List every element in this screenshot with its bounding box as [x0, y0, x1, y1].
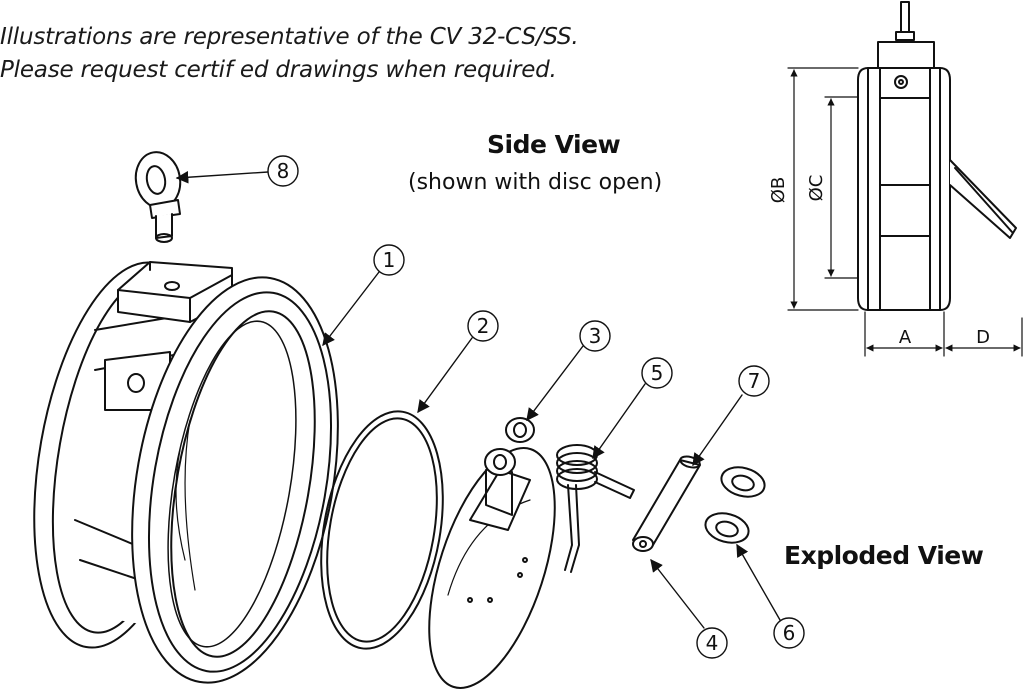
note-line-2: Please request certif ed drawings when r… [0, 57, 557, 83]
leader-1 [322, 271, 380, 346]
callout-6: 6 [783, 621, 796, 645]
dim-d-label: D [976, 327, 990, 348]
callout-5: 5 [651, 361, 664, 385]
callout-4: 4 [706, 631, 719, 655]
part-3-disc [428, 417, 556, 689]
leader-6 [736, 543, 781, 621]
leader-lines [175, 170, 781, 629]
part-5-spring [556, 444, 635, 573]
dim-a-label: A [899, 327, 912, 348]
part-2-seal-ring [320, 410, 444, 650]
part-6-washers [704, 466, 766, 544]
dim-c-label: ØC [806, 175, 827, 202]
callout-3: 3 [589, 324, 602, 348]
side-view-drawing [787, 1, 1023, 357]
leader-3 [526, 345, 584, 422]
leader-8 [175, 170, 269, 184]
dimension-labels: ØB ØC A D [768, 175, 990, 348]
exploded-view-title: Exploded View [784, 541, 984, 570]
part-1-valve-body [33, 261, 339, 684]
side-view-subtitle: (shown with disc open) [408, 170, 663, 195]
callout-8: 8 [277, 159, 290, 183]
leader-7 [692, 394, 743, 467]
side-view-title: Side View [487, 130, 621, 159]
part-8-eye-bolt [134, 151, 182, 243]
callout-2: 2 [477, 314, 490, 338]
dim-b-label: ØB [768, 177, 789, 204]
callout-circles [267, 155, 805, 659]
callout-1: 1 [383, 248, 396, 272]
callout-numbers: 8 1 2 3 5 7 4 6 [277, 159, 796, 655]
leader-5 [592, 383, 646, 460]
callout-7: 7 [748, 369, 761, 393]
note-line-1: Illustrations are representative of the … [0, 24, 579, 50]
leader-4 [650, 559, 705, 629]
part-7-hinge-pin [632, 455, 701, 552]
leader-2 [417, 337, 473, 414]
